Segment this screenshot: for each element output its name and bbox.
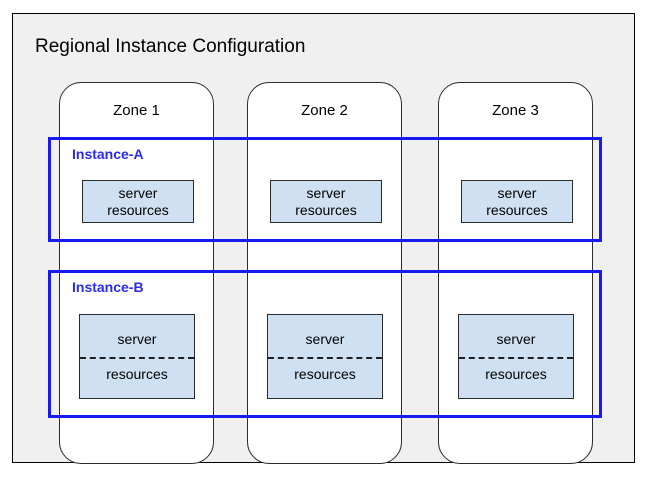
split-divider-icon: [268, 356, 382, 359]
resource-card-b-zone2[interactable]: server resources: [267, 314, 383, 399]
resource-card-b-zone1[interactable]: server resources: [79, 314, 195, 399]
resource-card-line-bottom: resources: [485, 365, 547, 382]
page-title: Regional Instance Configuration: [35, 36, 306, 57]
resource-card-line-top: server: [497, 184, 537, 201]
region-panel: Regional Instance Configuration Zone 1 Z…: [12, 13, 635, 464]
zone-column-1[interactable]: Zone 1: [59, 82, 214, 464]
zone-column-2[interactable]: Zone 2: [247, 82, 402, 464]
resource-card-line-top: server: [496, 330, 536, 347]
resource-card-line-top: server: [118, 184, 158, 201]
resource-card-a-zone2[interactable]: server resources: [270, 180, 382, 223]
resource-card-line-bottom: resources: [486, 201, 548, 218]
resource-card-a-zone3[interactable]: server resources: [461, 180, 573, 223]
split-divider-icon: [80, 356, 194, 359]
resource-card-line-top: server: [117, 330, 157, 347]
zone-label-1: Zone 1: [113, 102, 160, 119]
resource-card-line-bottom: resources: [107, 201, 169, 218]
resource-card-line-bottom: resources: [106, 365, 168, 382]
zone-label-2: Zone 2: [301, 102, 348, 119]
resource-card-line-top: server: [306, 184, 346, 201]
resource-card-line-bottom: resources: [294, 365, 356, 382]
instance-group-a[interactable]: Instance-A server resources server resou…: [48, 137, 602, 242]
resource-card-a-zone1[interactable]: server resources: [82, 180, 194, 223]
resource-card-line-bottom: resources: [295, 201, 357, 218]
resource-card-b-zone3[interactable]: server resources: [458, 314, 574, 399]
zone-column-3[interactable]: Zone 3: [438, 82, 593, 464]
resource-card-line-top: server: [305, 330, 345, 347]
split-divider-icon: [459, 356, 573, 359]
instance-label-a: Instance-A: [72, 146, 144, 162]
instance-group-b[interactable]: Instance-B server resources server resou…: [48, 270, 602, 418]
zone-label-3: Zone 3: [492, 102, 539, 119]
instance-label-b: Instance-B: [72, 279, 144, 295]
